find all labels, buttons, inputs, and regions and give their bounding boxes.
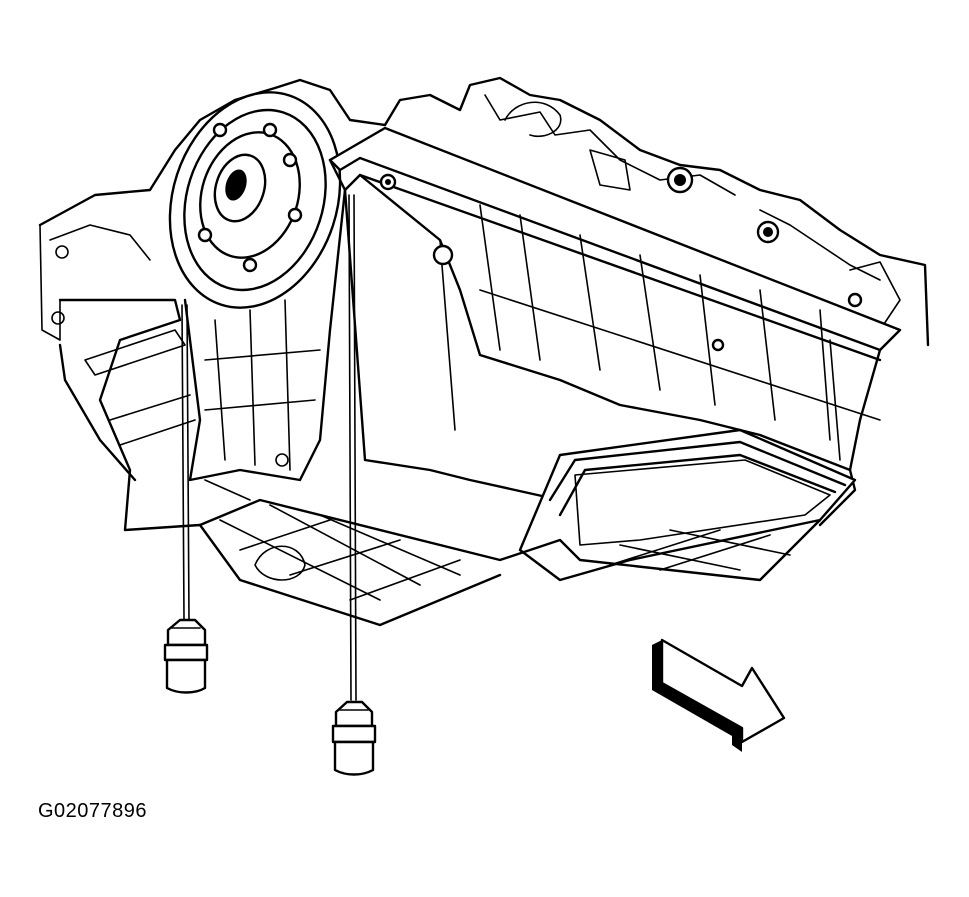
- front-direction-arrow-icon: [652, 638, 786, 752]
- figure-id-label: G02077896: [38, 800, 148, 822]
- bolt-center: [331, 194, 377, 776]
- bolt-left: [163, 304, 209, 694]
- crank-flange: [168, 91, 342, 309]
- oil-pan: [58, 126, 902, 627]
- engine-block: [38, 76, 930, 347]
